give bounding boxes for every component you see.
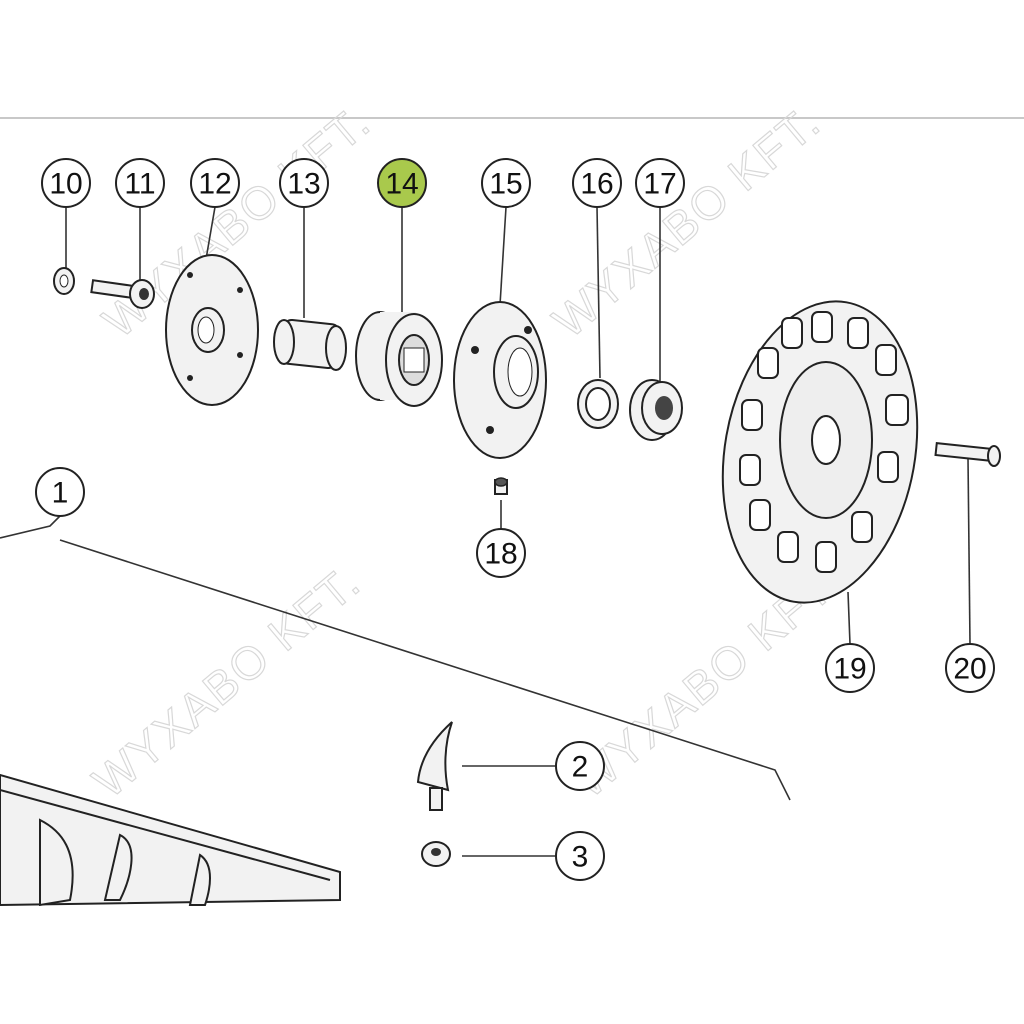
svg-text:20: 20 xyxy=(953,653,986,686)
part-disc-19 xyxy=(721,300,919,604)
svg-text:3: 3 xyxy=(572,841,589,874)
part-nut-18 xyxy=(494,477,508,495)
part-bolt-11 xyxy=(90,279,155,309)
svg-text:10: 10 xyxy=(49,168,82,201)
callout-20[interactable]: 20 xyxy=(945,643,995,693)
callout-10[interactable]: 10 xyxy=(41,158,91,208)
svg-text:11: 11 xyxy=(124,168,155,201)
svg-text:12: 12 xyxy=(198,168,231,201)
part-castle-nut-17 xyxy=(629,379,683,441)
svg-text:2: 2 xyxy=(572,751,589,784)
part-washer-10 xyxy=(53,267,75,295)
svg-text:13: 13 xyxy=(287,168,320,201)
callout-2[interactable]: 2 xyxy=(555,741,605,791)
callout-16[interactable]: 16 xyxy=(572,158,622,208)
part-circlip-16 xyxy=(577,379,619,429)
part-tine-2 xyxy=(416,721,453,811)
part-flange-12 xyxy=(165,254,259,406)
svg-text:15: 15 xyxy=(489,168,522,201)
callout-18[interactable]: 18 xyxy=(476,528,526,578)
svg-text:16: 16 xyxy=(580,168,613,201)
part-bearing-14 xyxy=(355,311,443,407)
callout-12[interactable]: 12 xyxy=(190,158,240,208)
callout-14-highlighted[interactable]: 14 xyxy=(377,158,427,208)
callout-11[interactable]: 11 xyxy=(115,158,165,208)
part-rotor-frame-1 xyxy=(0,773,341,907)
part-sleeve-13 xyxy=(273,318,347,371)
callout-15[interactable]: 15 xyxy=(481,158,531,208)
part-housing-15 xyxy=(453,301,547,459)
callout-3[interactable]: 3 xyxy=(555,831,605,881)
part-nut-3 xyxy=(421,841,451,867)
leader-lines xyxy=(0,206,971,857)
callout-1[interactable]: 1 xyxy=(35,467,85,517)
svg-text:19: 19 xyxy=(833,653,866,686)
svg-text:14: 14 xyxy=(385,168,418,201)
svg-text:17: 17 xyxy=(643,168,676,201)
callout-13[interactable]: 13 xyxy=(279,158,329,208)
callout-17[interactable]: 17 xyxy=(635,158,685,208)
svg-text:18: 18 xyxy=(484,538,517,571)
part-pin-20 xyxy=(934,442,1001,467)
watermark: WYXABO KFT. xyxy=(543,95,830,348)
svg-text:1: 1 xyxy=(52,477,69,510)
callout-19[interactable]: 19 xyxy=(825,643,875,693)
